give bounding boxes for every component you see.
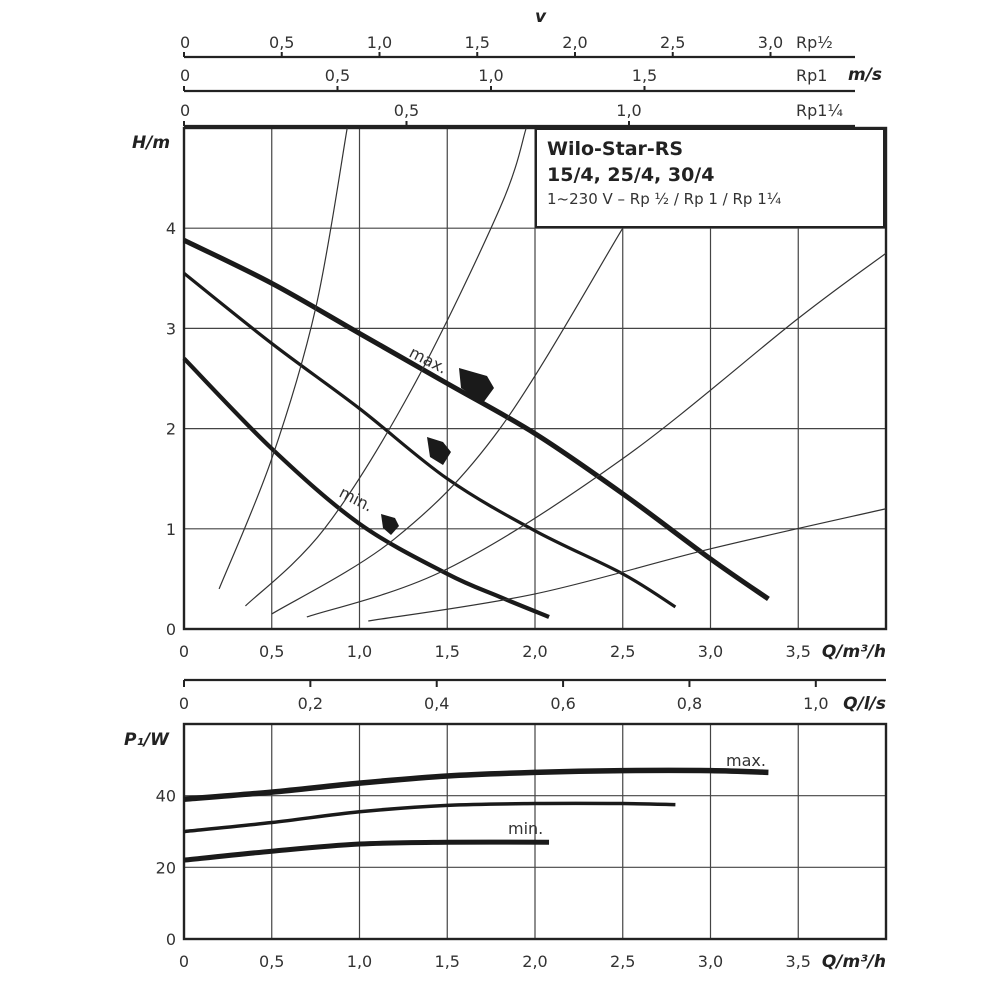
x-tick-label: 3,0 bbox=[698, 642, 723, 661]
y-tick-label: 3 bbox=[166, 319, 176, 338]
ls-tick-label: 1,0 bbox=[803, 694, 828, 713]
velocity-tick: 2,0 bbox=[562, 33, 587, 52]
velocity-tick: 2,5 bbox=[660, 33, 685, 52]
velocity-tick: 0,5 bbox=[325, 66, 350, 85]
system-curve bbox=[368, 508, 887, 622]
velocity-tick: 0,5 bbox=[269, 33, 294, 52]
velocity-tick: 1,0 bbox=[616, 101, 641, 120]
velocity-unit: m/s bbox=[848, 65, 882, 85]
system-curve bbox=[218, 127, 348, 590]
max-curve-label: max. bbox=[726, 751, 766, 770]
y-tick-label: 2 bbox=[166, 420, 176, 439]
speed-marker-mid-icon bbox=[427, 437, 451, 465]
min-curve-label: min. bbox=[508, 819, 543, 838]
x-tick-label: 0,5 bbox=[259, 952, 284, 971]
flow-ls-axis: 0 0,2 0,4 0,6 0,8 1,0 Q/l/s bbox=[179, 678, 886, 714]
product-models: 15/4, 25/4, 30/4 bbox=[547, 164, 715, 186]
x-tick-label: 3,5 bbox=[786, 952, 811, 971]
pipe-size-label: Rp1 bbox=[796, 66, 827, 85]
x-tick-label: 2,5 bbox=[610, 642, 635, 661]
x-tick-label: 0 bbox=[179, 642, 189, 661]
x-tick-label: 2,5 bbox=[610, 952, 635, 971]
pipe-size-label: Rp½ bbox=[796, 33, 833, 52]
chart-title-box: Wilo-Star-RS 15/4, 25/4, 30/4 1~230 V – … bbox=[535, 128, 885, 228]
velocity-tick: 1,0 bbox=[478, 66, 503, 85]
x-tick-label: 0 bbox=[179, 952, 189, 971]
y-axis-label: H/m bbox=[132, 133, 170, 153]
velocity-tick: 0 bbox=[180, 33, 190, 52]
ls-tick-label: 0,6 bbox=[550, 694, 575, 713]
velocity-tick: 0 bbox=[180, 66, 190, 85]
y-axis-label: P₁/W bbox=[124, 730, 170, 750]
ls-tick-label: 0,2 bbox=[298, 694, 323, 713]
curve-mid bbox=[183, 801, 676, 834]
product-spec: 1~230 V – Rp ½ / Rp 1 / Rp 1¼ bbox=[547, 190, 782, 208]
velocity-tick: 3,0 bbox=[758, 33, 783, 52]
x-tick-label: 1,0 bbox=[347, 642, 372, 661]
x-tick-label: 2,0 bbox=[522, 952, 547, 971]
curve-min bbox=[182, 356, 550, 619]
speed-marker-max-icon bbox=[459, 368, 494, 403]
ls-axis-label: Q/l/s bbox=[843, 694, 886, 714]
curve-max bbox=[182, 237, 770, 601]
velocity-symbol: v bbox=[535, 7, 547, 27]
x-axis-label: Q/m³/h bbox=[822, 642, 886, 662]
x-tick-label: 2,0 bbox=[522, 642, 547, 661]
power-chart: 0 20 40 0 0,5 1,0 1,5 2,0 2,5 3,0 3,5 Q/m³/h P₁/W max… bbox=[124, 722, 888, 972]
x-tick-label: 1,5 bbox=[435, 642, 460, 661]
ls-tick-label: 0 bbox=[179, 694, 189, 713]
x-tick-label: 0,5 bbox=[259, 642, 284, 661]
y-tick-label: 1 bbox=[166, 520, 176, 539]
ls-tick-label: 0,4 bbox=[424, 694, 449, 713]
system-curve bbox=[245, 127, 527, 607]
curve-mid bbox=[183, 272, 677, 609]
velocity-tick: 1,0 bbox=[367, 33, 392, 52]
velocity-tick: 1,5 bbox=[632, 66, 657, 85]
y-tick-label: 0 bbox=[166, 930, 176, 949]
x-tick-label: 1,0 bbox=[347, 952, 372, 971]
ls-tick-label: 0,8 bbox=[677, 694, 702, 713]
x-tick-label: 3,5 bbox=[786, 642, 811, 661]
x-axis-label: Q/m³/h bbox=[822, 952, 886, 972]
y-tick-label: 4 bbox=[166, 219, 176, 238]
velocity-tick: 0,5 bbox=[394, 101, 419, 120]
x-tick-label: 1,5 bbox=[435, 952, 460, 971]
y-tick-label: 20 bbox=[156, 858, 176, 877]
curve-min bbox=[183, 839, 550, 863]
velocity-tick: 0 bbox=[180, 101, 190, 120]
system-curve bbox=[306, 252, 887, 618]
velocity-tick: 1,5 bbox=[465, 33, 490, 52]
y-tick-label: 40 bbox=[156, 787, 176, 806]
curve-max bbox=[183, 767, 769, 802]
system-curve bbox=[271, 227, 624, 615]
y-tick-label: 0 bbox=[166, 620, 176, 639]
x-tick-label: 3,0 bbox=[698, 952, 723, 971]
product-name: Wilo-Star-RS bbox=[547, 138, 684, 160]
speed-marker-min-icon bbox=[381, 514, 399, 535]
pipe-size-label: Rp1¼ bbox=[796, 101, 843, 120]
